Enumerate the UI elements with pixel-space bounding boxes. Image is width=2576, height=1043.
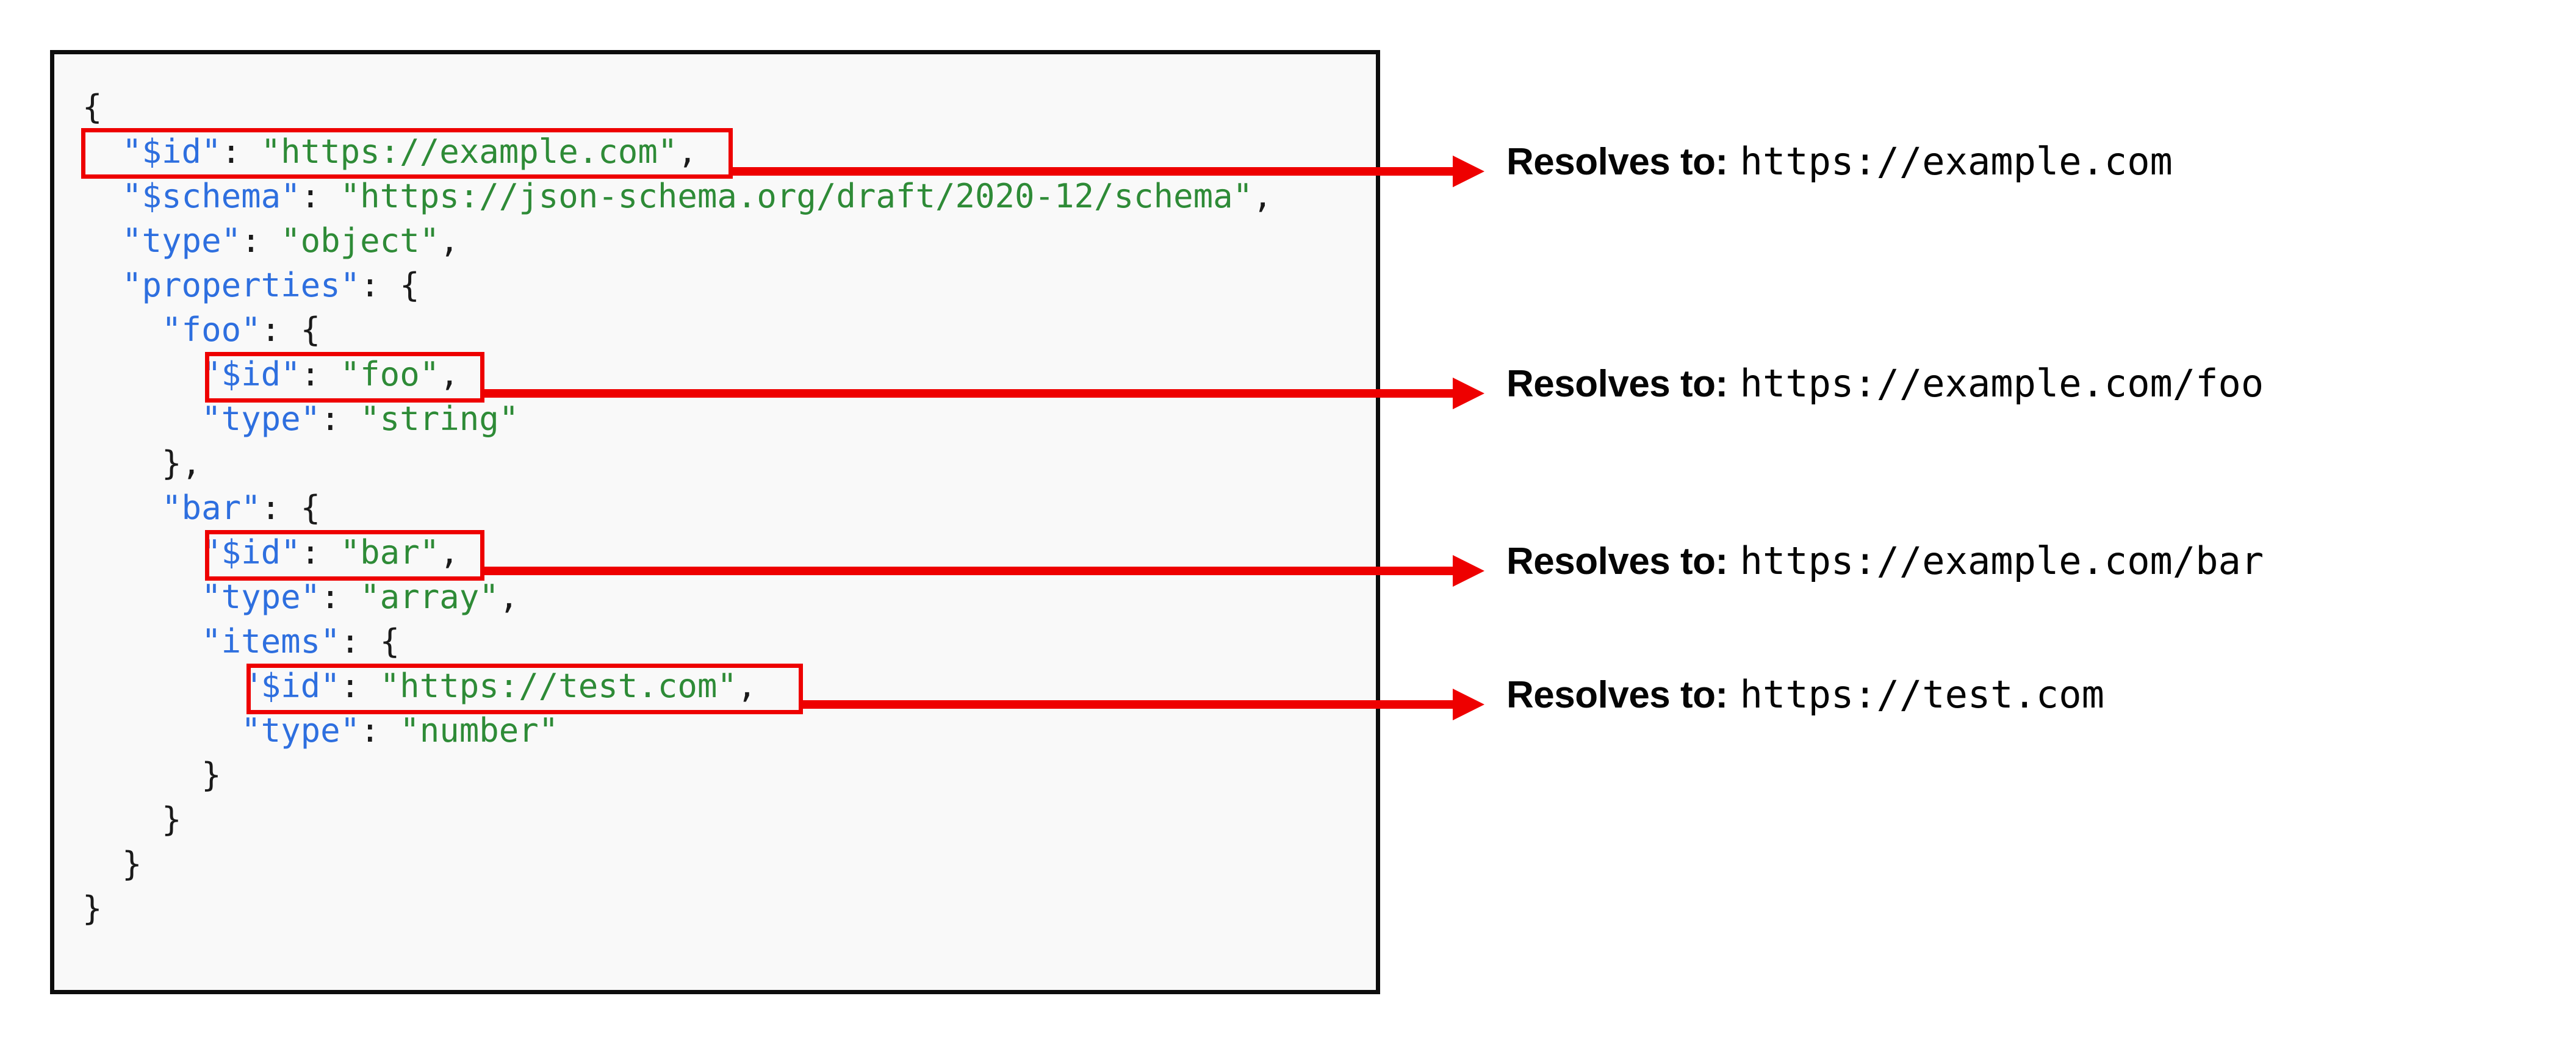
code-line: "type": "number" [82, 708, 1273, 753]
code-token-punct: , [736, 667, 757, 705]
code-token-str: "https://test.com" [380, 667, 737, 705]
code-token-str: "bar" [340, 533, 440, 572]
code-token-punct: : [241, 221, 281, 260]
resolution-row-callout-foo-id: Resolves to: https://example.com/foo [1506, 361, 2264, 406]
code-token-key: "type" [82, 711, 361, 750]
resolved-uri: https://example.com [1740, 139, 2173, 184]
arrow-callout-bar-id [484, 555, 1484, 587]
code-line: "items": { [82, 619, 1273, 664]
code-token-punct: : [340, 667, 380, 705]
code-token-punct: } [82, 800, 182, 839]
code-token-punct: : [300, 355, 340, 393]
resolution-label: Resolves to: [1506, 141, 1728, 183]
code-token-str: "https://json-schema.org/draft/2020-12/s… [340, 177, 1253, 215]
arrow-head-icon [1453, 378, 1484, 409]
code-line: "bar": { [82, 486, 1273, 530]
resolution-row-callout-bar-id: Resolves to: https://example.com/bar [1506, 539, 2264, 583]
code-token-key: "$schema" [82, 177, 301, 215]
code-token-key: "type" [82, 221, 242, 260]
resolved-uri: https://example.com/foo [1740, 361, 2264, 406]
code-token-str: "foo" [340, 355, 440, 393]
json-schema-code-listing: { "$id": "https://example.com", "$schema… [82, 85, 1273, 931]
code-token-str: "https://example.com" [261, 132, 678, 171]
code-token-punct: : [320, 400, 361, 438]
code-token-key: "bar" [82, 489, 261, 527]
resolved-uri: https://example.com/bar [1740, 539, 2264, 583]
code-token-key: "$id" [82, 132, 221, 171]
code-line: "properties": { [82, 263, 1273, 307]
arrow-callout-root-id [733, 156, 1484, 187]
code-token-punct: : [300, 533, 340, 572]
code-token-punct: , [439, 533, 459, 572]
code-token-key: "foo" [82, 310, 261, 349]
code-token-key: "properties" [82, 266, 361, 304]
arrow-head-icon [1453, 156, 1484, 187]
code-line: "type": "object", [82, 218, 1273, 263]
code-line: } [82, 842, 1273, 886]
code-line: "type": "array", [82, 575, 1273, 619]
code-line: "$id": "bar", [82, 530, 1273, 575]
code-line: "type": "string" [82, 396, 1273, 441]
code-token-str: "string" [360, 400, 519, 438]
resolved-uri: https://test.com [1740, 672, 2104, 717]
code-line: }, [82, 441, 1273, 486]
code-line: } [82, 886, 1273, 931]
code-token-punct: : { [261, 310, 321, 349]
code-line: "$id": "https://example.com", [82, 129, 1273, 174]
code-token-punct: } [82, 756, 221, 794]
code-token-punct: }, [82, 444, 202, 482]
code-line: "$schema": "https://json-schema.org/draf… [82, 174, 1273, 218]
arrow-shaft [803, 700, 1453, 709]
code-token-punct: : [360, 711, 400, 750]
code-token-punct: , [498, 578, 519, 616]
code-token-punct: : [300, 177, 340, 215]
resolution-row-callout-items-id: Resolves to: https://test.com [1506, 672, 2104, 717]
arrow-shaft [484, 389, 1453, 398]
resolution-label: Resolves to: [1506, 674, 1728, 716]
arrow-shaft [733, 167, 1453, 176]
code-token-key: "$id" [82, 355, 301, 393]
resolution-label: Resolves to: [1506, 540, 1728, 582]
code-token-punct: } [82, 889, 103, 928]
code-line: { [82, 85, 1273, 129]
code-token-key: "$id" [82, 667, 340, 705]
code-token-str: "array" [360, 578, 499, 616]
code-token-str: "object" [281, 221, 440, 260]
code-token-punct: : [221, 132, 261, 171]
resolution-row-callout-root-id: Resolves to: https://example.com [1506, 139, 2173, 184]
code-token-str: "number" [400, 711, 559, 750]
code-line: } [82, 753, 1273, 797]
code-line: "$id": "foo", [82, 352, 1273, 396]
code-line: "$id": "https://test.com", [82, 664, 1273, 708]
code-token-punct: { [82, 88, 103, 126]
arrow-callout-items-id [803, 689, 1484, 720]
code-token-punct: , [439, 221, 459, 260]
code-token-punct: , [1253, 177, 1273, 215]
code-line: "foo": { [82, 307, 1273, 352]
code-token-key: "items" [82, 622, 340, 661]
code-token-punct: , [439, 355, 459, 393]
arrow-shaft [484, 567, 1453, 575]
arrow-head-icon [1453, 555, 1484, 587]
resolution-label: Resolves to: [1506, 363, 1728, 405]
code-token-key: "$id" [82, 533, 301, 572]
code-token-punct: , [677, 132, 697, 171]
code-token-punct: : [320, 578, 361, 616]
json-schema-code-panel: { "$id": "https://example.com", "$schema… [50, 50, 1380, 994]
code-token-punct: : { [360, 266, 420, 304]
arrow-callout-foo-id [484, 378, 1484, 409]
code-line: } [82, 797, 1273, 842]
code-token-key: "type" [82, 578, 321, 616]
code-token-key: "type" [82, 400, 321, 438]
code-token-punct: : { [261, 489, 321, 527]
code-token-punct: : { [340, 622, 400, 661]
code-token-punct: } [82, 845, 142, 883]
arrow-head-icon [1453, 689, 1484, 720]
